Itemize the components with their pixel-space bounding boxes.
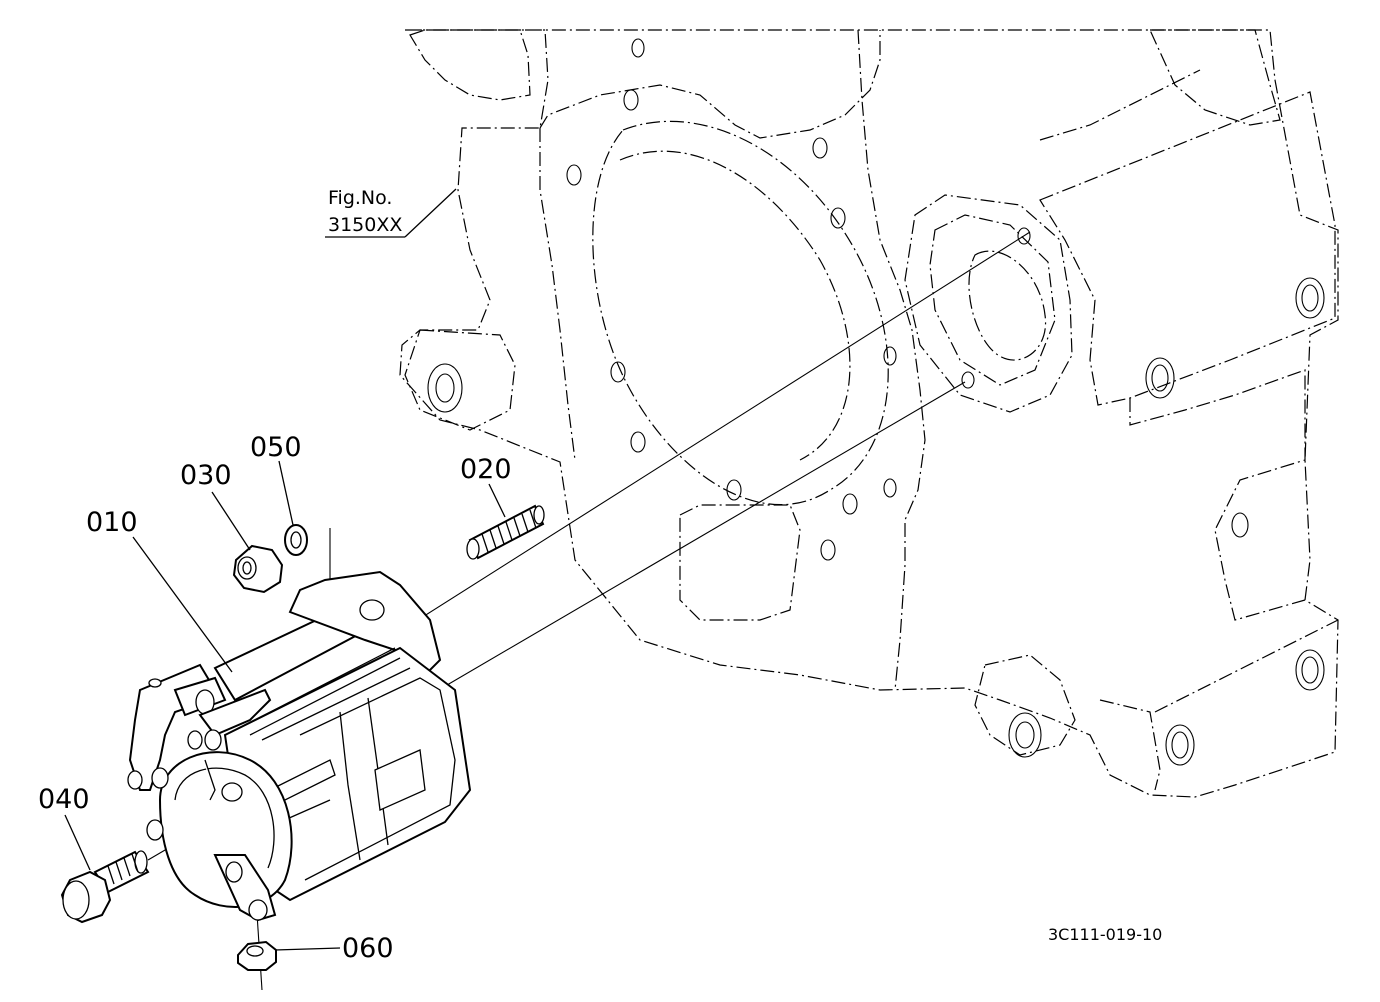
- figure-reference-line2: 3150XX: [328, 214, 402, 236]
- callout-030: 030: [180, 460, 232, 491]
- callout-060: 060: [342, 933, 394, 964]
- leader-lines: [64, 188, 506, 951]
- flywheel-housing-outline: [399, 29, 1339, 798]
- callout-020: 020: [460, 454, 512, 485]
- washer-050: [284, 524, 308, 556]
- figure-reference-line1: Fig.No.: [328, 187, 392, 209]
- nut-060: [237, 940, 277, 971]
- callout-050: 050: [250, 432, 302, 463]
- housing-holes: [427, 38, 1325, 766]
- starter-motor: [127, 570, 472, 922]
- figure-reference: Fig.No. 3150XX: [328, 187, 402, 236]
- callout-040: 040: [38, 784, 90, 815]
- bolt-040: [60, 850, 150, 924]
- stud-020: [466, 504, 545, 560]
- nut-030: [232, 544, 284, 594]
- diagram-code: 3C111-019-10: [1048, 925, 1162, 944]
- callout-labels: 010 020 030 040 050 060: [38, 432, 512, 964]
- callout-010: 010: [86, 507, 138, 538]
